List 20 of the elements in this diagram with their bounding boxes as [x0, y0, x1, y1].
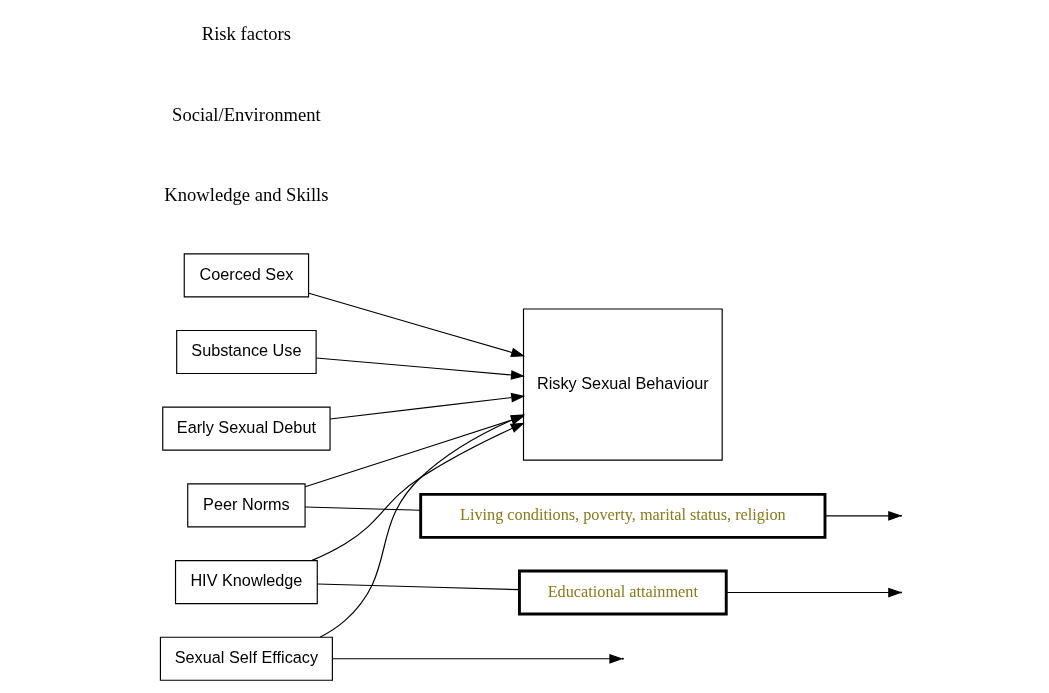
- node-box: Sexual Self Efficacy: [159, 636, 333, 681]
- node-box: Living conditions, poverty, marital status, religion: [419, 492, 827, 539]
- node-box: Risky Sexual Behaviour: [522, 308, 723, 461]
- label: Social/Environment: [172, 103, 321, 125]
- node-box: Peer Norms: [187, 483, 306, 528]
- label: Knowledge and Skills: [164, 183, 329, 205]
- node-box: Coerced Sex: [183, 253, 310, 298]
- arrow: [308, 292, 526, 358]
- arrow: [824, 510, 903, 521]
- arrow: [331, 653, 624, 664]
- node-box: Educational attainment: [517, 569, 728, 616]
- arrow: [315, 357, 525, 380]
- connector: [304, 506, 422, 511]
- node-box: Early Sexual Debut: [162, 406, 331, 451]
- arrow: [329, 392, 526, 420]
- arrow: [311, 422, 525, 561]
- label: Risk factors: [201, 23, 292, 45]
- connector: [316, 583, 520, 591]
- node-box: Substance Use: [176, 329, 317, 375]
- node-box: HIV Knowledge: [174, 560, 318, 605]
